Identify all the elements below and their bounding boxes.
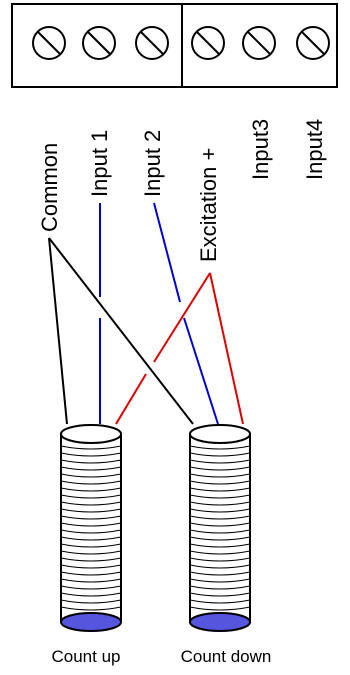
sensor-face-count-up (60, 612, 122, 632)
sensor-thread-ring (189, 599, 251, 604)
sensor-thread-ring (189, 452, 251, 457)
label-count-up: Count up (52, 647, 121, 666)
sensor-thread-ring (60, 515, 122, 520)
sensor-thread-ring (60, 480, 122, 485)
sensor-thread-ring (60, 445, 122, 450)
sensor-thread-ring (60, 550, 122, 555)
sensor-thread-ring (189, 585, 251, 590)
wire-common-count-up (48, 237, 68, 425)
label-input4: Input4 (302, 119, 327, 180)
sensor-thread-ring (189, 578, 251, 583)
sensor-thread-ring (189, 445, 251, 450)
sensor-thread-ring (60, 536, 122, 541)
wire-common-count-down (48, 237, 194, 425)
wire-input2-top (153, 202, 181, 303)
sensor-thread-ring (60, 571, 122, 576)
label-common: Common (37, 143, 62, 232)
sensor-thread-ring (60, 564, 122, 569)
sensor-thread-ring (189, 494, 251, 499)
sensor-thread-ring (60, 452, 122, 457)
screw-terminal-input1 (82, 26, 116, 60)
sensor-thread-ring (60, 494, 122, 499)
sensor-thread-ring (60, 508, 122, 513)
label-input3: Input3 (248, 119, 273, 180)
sensor-thread-ring (189, 501, 251, 506)
wire-input2-bottom (183, 317, 219, 425)
wire-excitation-count-up-lower (115, 373, 147, 425)
sensor-thread-ring (189, 536, 251, 541)
sensor-thread-ring (189, 529, 251, 534)
sensor-thread-ring (60, 501, 122, 506)
sensor-thread-ring (60, 466, 122, 471)
sensor-thread-ring (189, 592, 251, 597)
sensor-thread-ring (60, 529, 122, 534)
sensor-thread-ring (60, 599, 122, 604)
sensor-thread-ring (189, 480, 251, 485)
sensor-thread-ring (60, 522, 122, 527)
screw-terminal-excitation (191, 26, 225, 60)
sensor-count-up (60, 424, 122, 632)
label-input1: Input 1 (87, 130, 112, 197)
sensor-thread-ring (60, 578, 122, 583)
screw-terminal-input2 (135, 26, 169, 60)
sensor-thread-ring (189, 571, 251, 576)
sensor-thread-ring (189, 487, 251, 492)
sensor-thread-ring (189, 508, 251, 513)
sensor-thread-ring (189, 564, 251, 569)
sensor-thread-ring (189, 466, 251, 471)
sensor-thread-ring (60, 592, 122, 597)
label-count-down: Count down (181, 647, 272, 666)
sensor-thread-ring (189, 522, 251, 527)
sensor-thread-ring (60, 473, 122, 478)
sensor-thread-ring (189, 473, 251, 478)
sensor-thread-ring (60, 606, 122, 611)
sensor-count-down (189, 424, 251, 632)
sensor-thread-ring (189, 606, 251, 611)
screw-terminal-common (32, 26, 66, 60)
sensor-thread-ring (60, 557, 122, 562)
sensor-thread-ring (60, 487, 122, 492)
sensor-face-count-down (189, 612, 251, 632)
sensor-thread-ring (60, 543, 122, 548)
wire-excitation-count-down (209, 272, 244, 425)
screw-terminal-input4 (296, 26, 330, 60)
wire-excitation-count-up-upper (153, 272, 211, 363)
sensor-thread-ring (189, 557, 251, 562)
sensor-thread-ring (189, 515, 251, 520)
screw-terminal-input3 (242, 26, 276, 60)
sensor-thread-ring (189, 459, 251, 464)
sensor-thread-ring (189, 543, 251, 548)
label-excitation: Excitation + (196, 148, 221, 262)
label-input2: Input 2 (140, 130, 165, 197)
sensor-thread-ring (189, 550, 251, 555)
sensor-thread-ring (60, 585, 122, 590)
sensor-thread-ring (60, 459, 122, 464)
